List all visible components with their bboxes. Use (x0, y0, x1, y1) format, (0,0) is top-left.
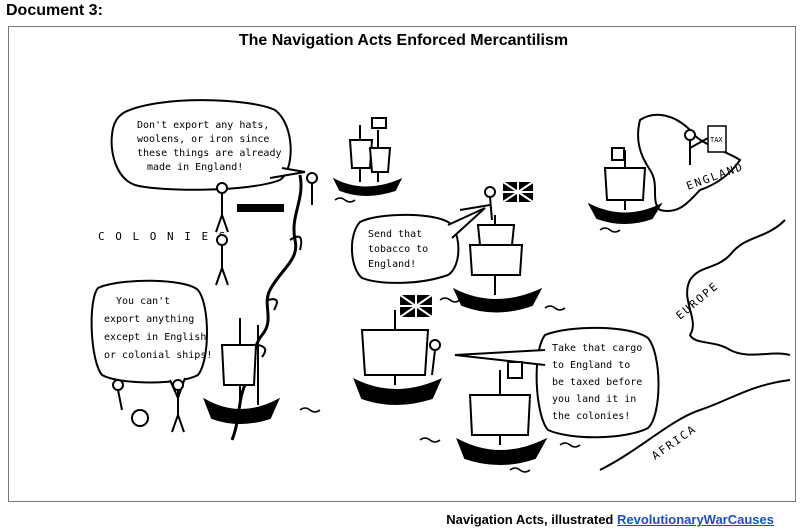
cartoon-title: The Navigation Acts Enforced Mercantilis… (238, 32, 569, 49)
bubble-middle (350, 213, 460, 284)
ship-left-middle (353, 310, 442, 405)
bubble-middle-line-2: tobacco to (368, 244, 428, 255)
bubble-top-left-line-1: Don't export any hats, (137, 120, 269, 131)
bubble-top-left-line-4: made in England! (147, 162, 243, 173)
bubble-middle-line-3: England! (368, 259, 416, 270)
africa-label: AFRICA (649, 422, 699, 462)
document-label: Document 3: (6, 2, 103, 19)
ship-england (587, 147, 663, 224)
bubble-middle-line-1: Send that (368, 229, 422, 240)
ship-colonies (203, 318, 281, 424)
bubble-bottom-right (535, 326, 660, 439)
bubble-top-left-line-3: these things are already (137, 148, 282, 159)
ship-center-tobacco (452, 215, 543, 313)
bubble-left-line-1: You can't (116, 296, 170, 307)
bubble-left-line-2: export anything (104, 314, 194, 325)
colonies-label: C O L O N I E S (98, 230, 227, 243)
bubble-bottom-right-line-3: be taxed before (552, 377, 642, 388)
ship-top-center (332, 117, 403, 196)
bubble-bottom-right-line-2: to England to (552, 360, 630, 371)
tax-sign-label: TAX (710, 136, 723, 144)
bubble-bottom-right-line-1: Take that cargo (552, 343, 642, 354)
caption-text: Navigation Acts, illustrated (446, 512, 617, 527)
colonies-coastline (230, 174, 303, 441)
bubble-left (90, 279, 208, 384)
water-waves (299, 197, 621, 473)
africa-coastline (599, 379, 791, 471)
bubble-bottom-right-line-5: the colonies! (552, 411, 630, 422)
ship-bottom-right (456, 361, 548, 465)
colonist-figures (112, 129, 709, 433)
bubble-left-line-3: except in English (104, 332, 206, 343)
england-label: ENGLAND (685, 160, 746, 193)
bubble-top-left-line-2: woolens, or iron since (137, 134, 269, 145)
image-caption: Navigation Acts, illustrated Revolutiona… (446, 512, 774, 527)
bubble-bottom-right-line-4: you land it in (552, 394, 636, 405)
europe-coastline (686, 219, 791, 356)
source-link[interactable]: RevolutionaryWarCauses (616, 512, 774, 527)
bubble-top-left (110, 99, 292, 191)
europe-label: EUROPE (674, 279, 722, 322)
bubble-left-line-4: or colonial ships! (104, 350, 212, 361)
